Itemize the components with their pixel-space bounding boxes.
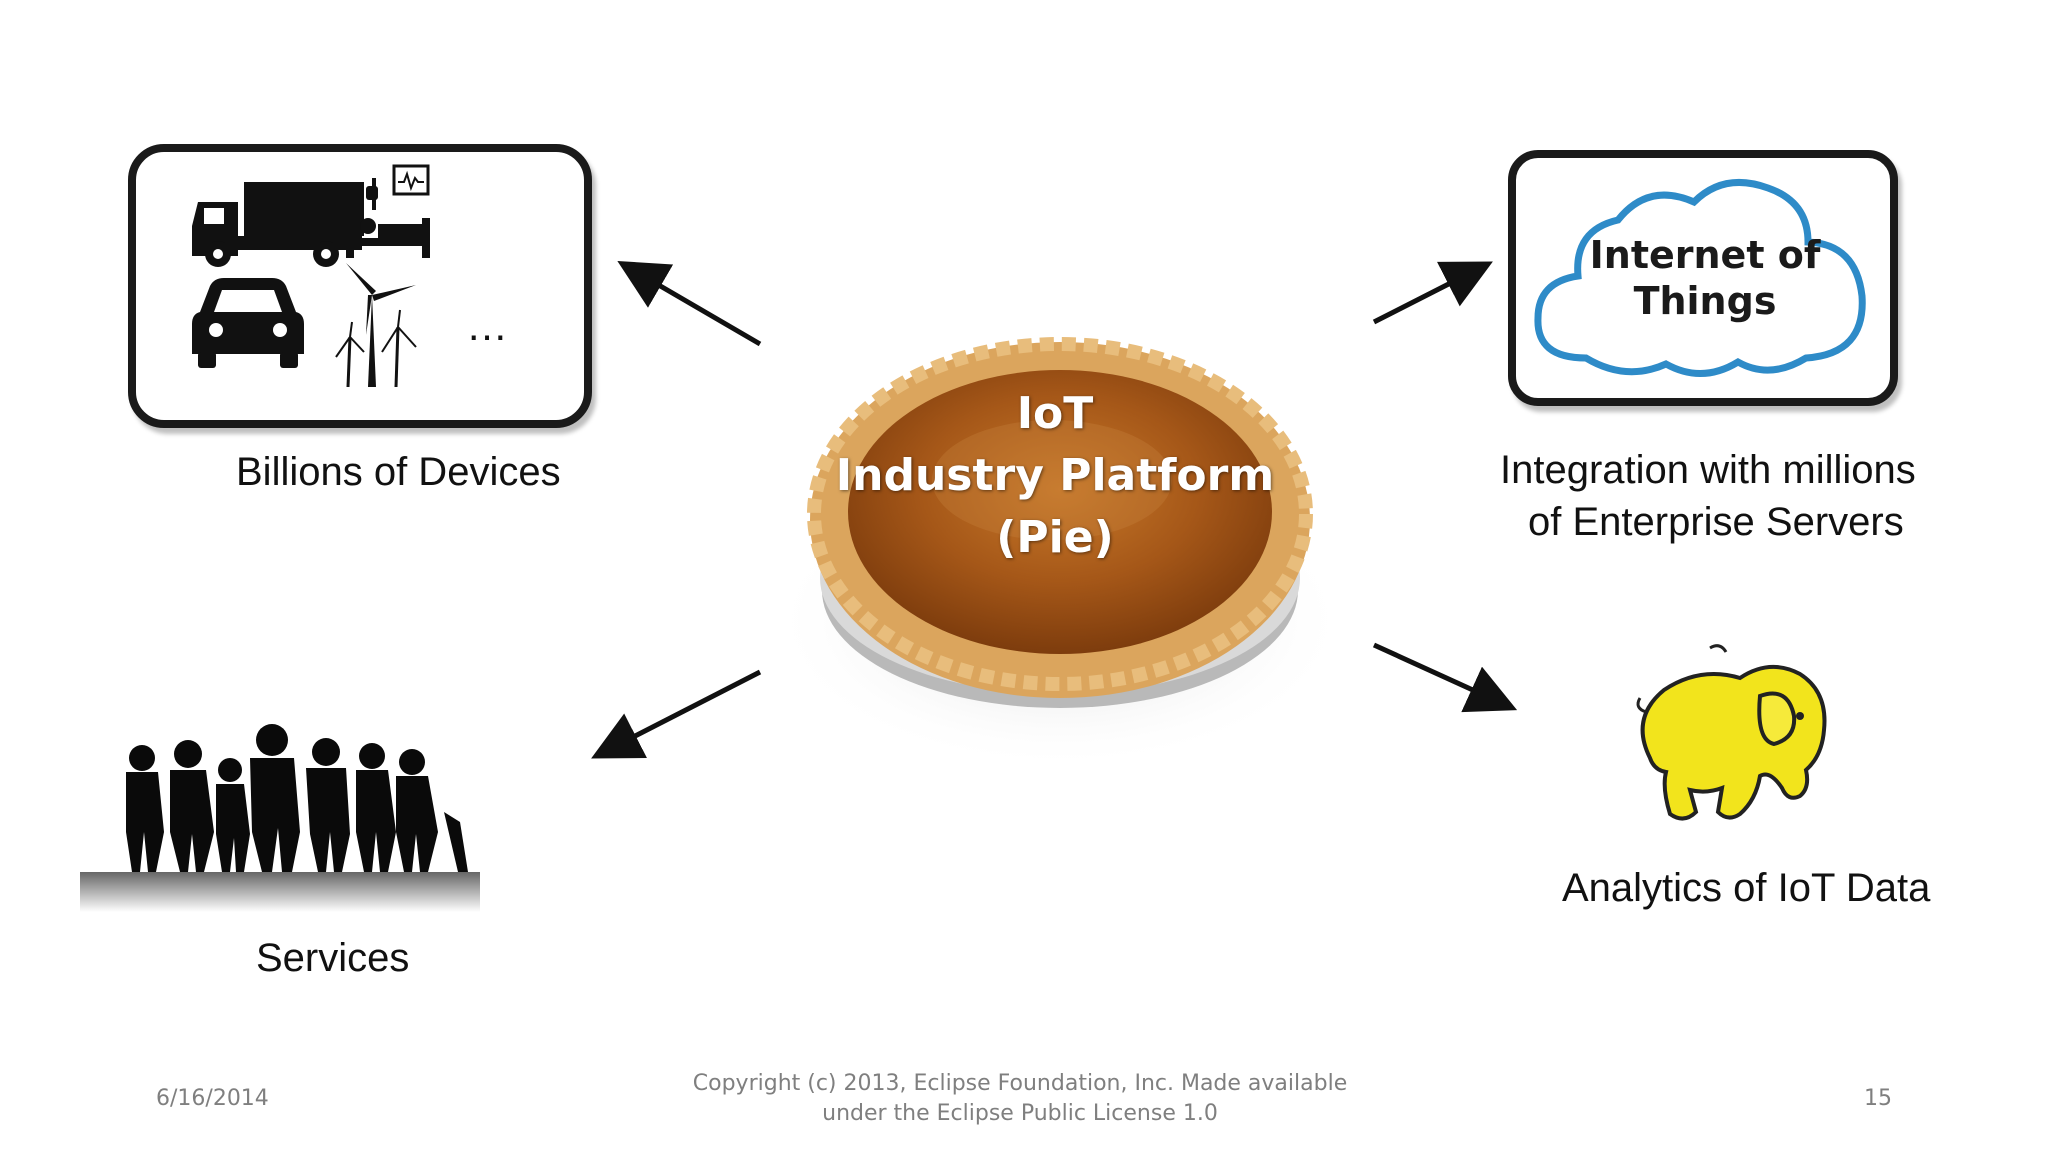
footer-page-number: 15 [1864,1086,1892,1111]
iot-cloud-line1: Internet of [1589,233,1821,277]
analytics-label: Analytics of IoT Data [1562,866,1931,910]
arrow-to-iot-cloud [1372,261,1493,325]
pie-line1: IoT [1016,388,1094,439]
integration-label-line2: of Enterprise Servers [1528,500,1904,544]
footer-copyright-line2: under the Eclipse Public License 1.0 [822,1101,1218,1126]
services-label: Services [256,936,410,980]
arrow-to-devices [617,260,762,347]
elephant-icon [1636,644,1827,821]
pie-line3: (Pie) [996,512,1114,563]
iot-cloud-line2: Things [1633,279,1777,323]
hospital-bed-icon [346,164,430,258]
devices-ellipsis: … [466,302,512,349]
people-silhouette-icon [80,724,480,912]
devices-label: Billions of Devices [236,450,561,494]
arrow-to-services [591,669,762,759]
pie-line2: Industry Platform [835,450,1275,501]
cloud-icon [1534,179,1866,377]
devices-box: … [128,144,592,428]
wind-turbine-icon [335,263,417,388]
pie-image [770,337,1350,770]
car-icon [192,278,304,368]
truck-icon [192,182,364,267]
footer-date: 6/16/2014 [156,1086,269,1111]
integration-label-line1: Integration with millions [1500,448,1916,492]
arrow-to-analytics [1372,642,1518,713]
devices-icons [192,164,430,388]
footer-copyright-line1: Copyright (c) 2013, Eclipse Foundation, … [692,1071,1348,1096]
iot-cloud-box [1508,150,1898,406]
